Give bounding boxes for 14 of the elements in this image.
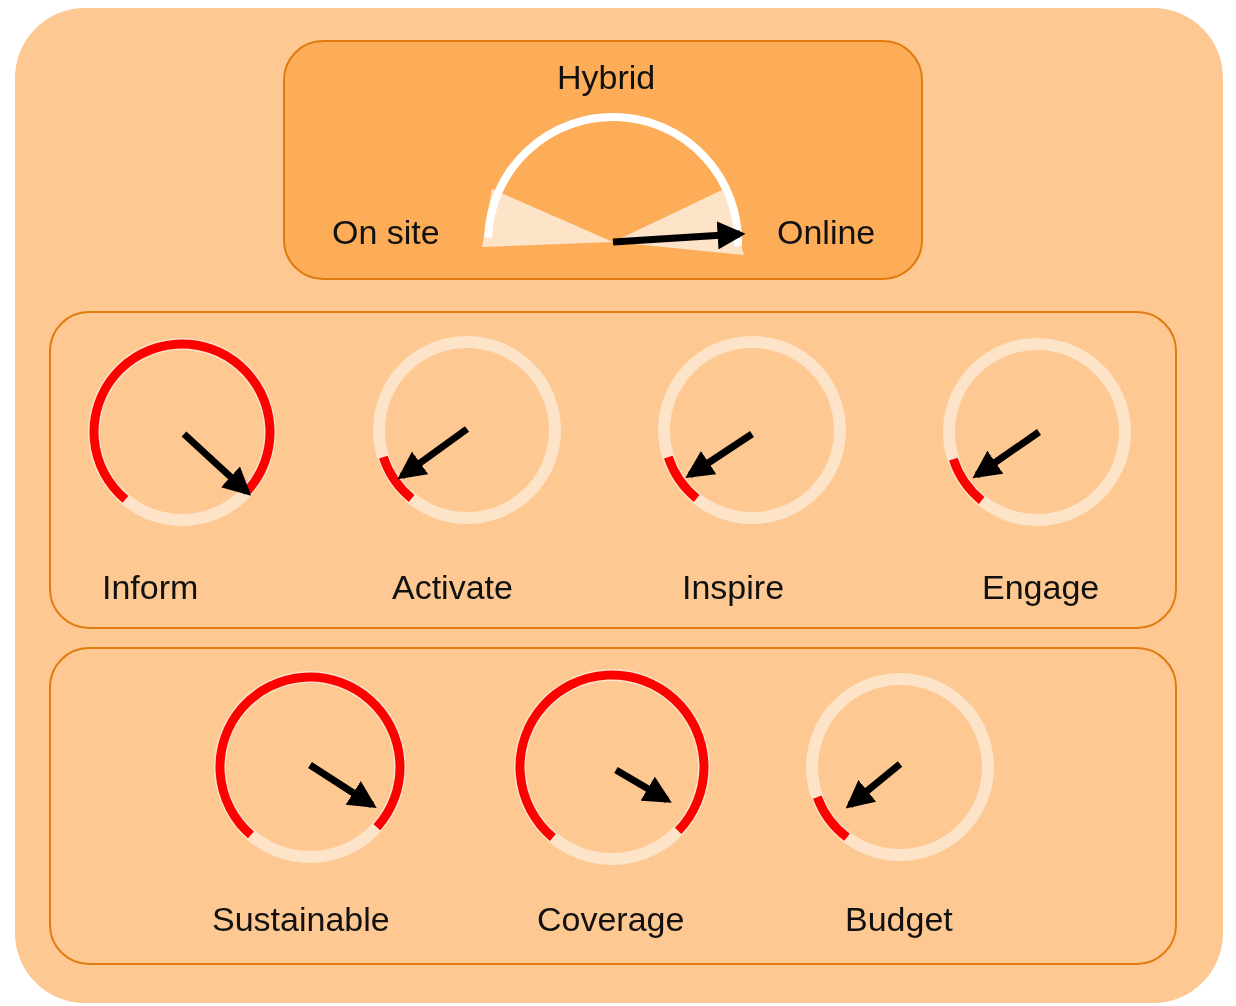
panel (15, 8, 1223, 1003)
gauge-label: Inform (102, 567, 199, 607)
gauge-label: Engage (982, 567, 1100, 607)
gauge-label: Sustainable (212, 899, 390, 939)
panel (49, 311, 1177, 629)
gauge-label: Hybrid (557, 57, 656, 97)
gauge-label: Coverage (537, 899, 685, 939)
gauge-label: On site (332, 212, 440, 252)
gauge-label: Budget (845, 899, 953, 939)
gauge-label: Activate (392, 567, 513, 607)
panel (283, 40, 923, 280)
panel (49, 647, 1177, 965)
gauge-label: Inspire (682, 567, 785, 607)
gauge-label: Online (777, 212, 876, 252)
